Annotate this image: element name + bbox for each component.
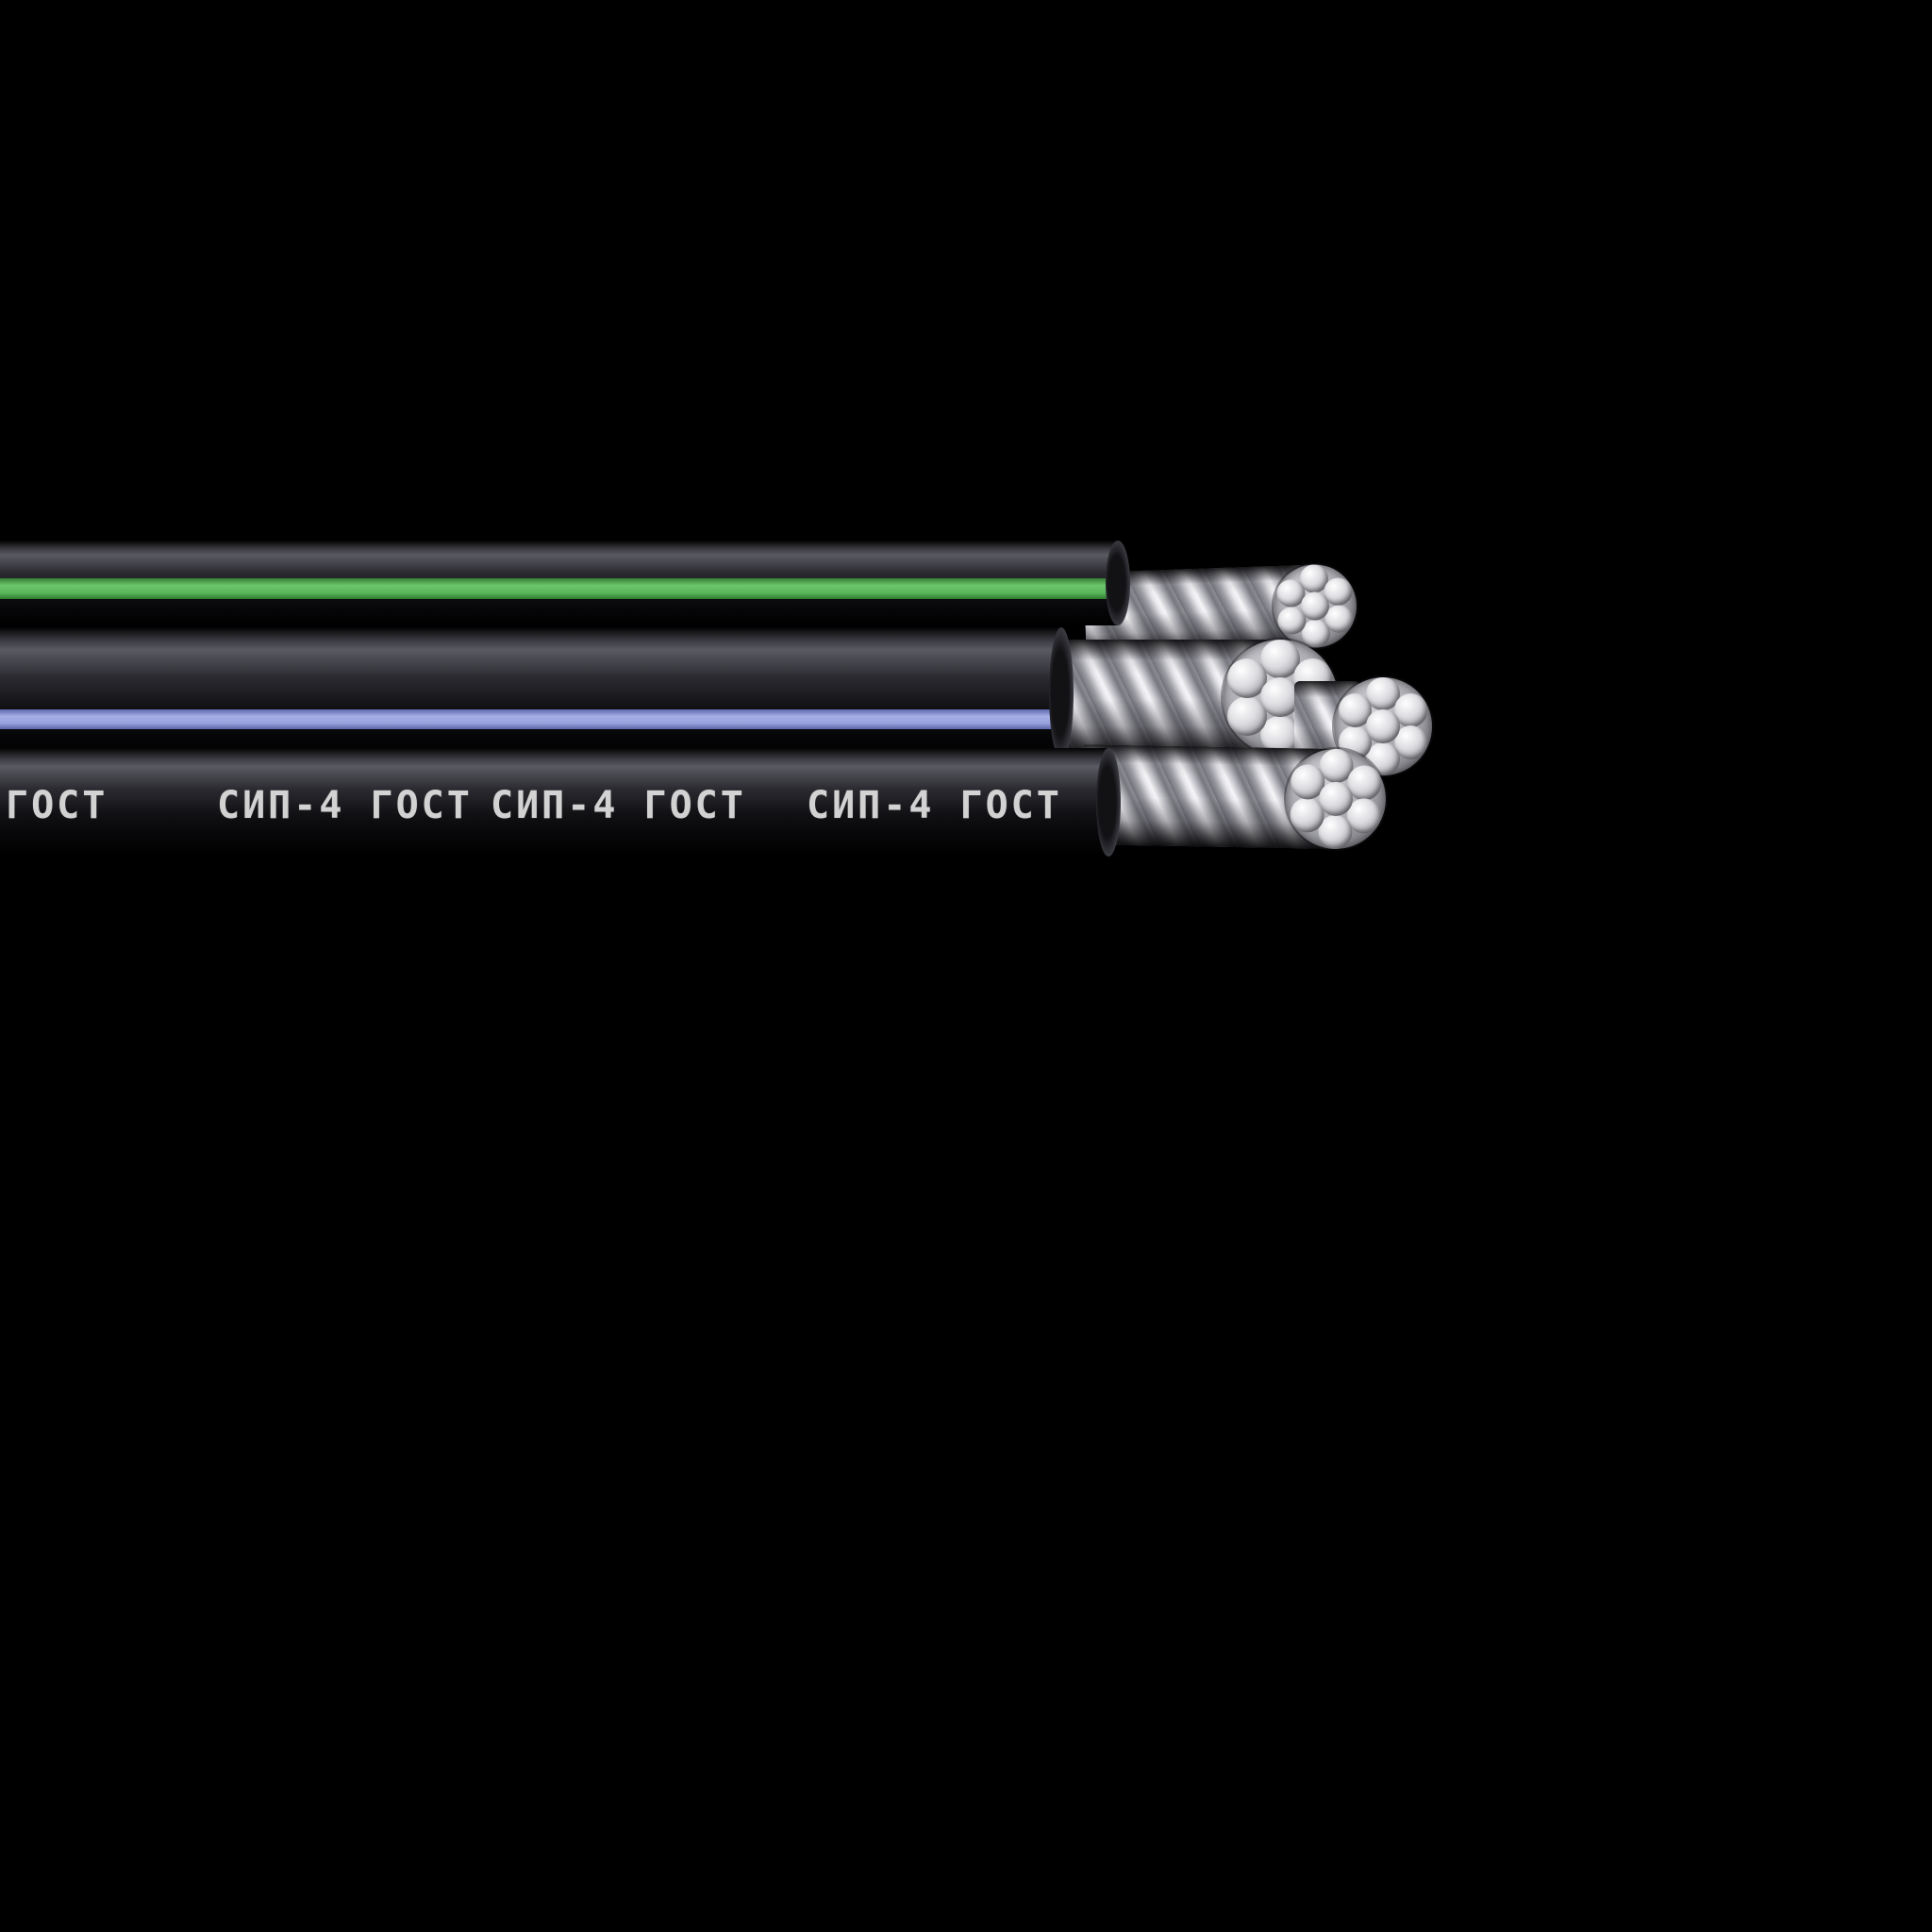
aluminum-conductor-bottom: [1079, 744, 1387, 850]
cable-green-stripe: [0, 541, 1130, 625]
green-stripe: [0, 577, 1118, 599]
cable-marking-row: ГОСТ СИП-4 ГОСТ СИП-4 ГОСТ СИП-4 ГОСТ: [0, 784, 1108, 827]
strand-wire: [1260, 677, 1300, 717]
blue-stripe: [0, 708, 1061, 729]
strand-cross-section: [1285, 747, 1387, 850]
cable-blue-stripe: [0, 627, 1074, 759]
strand-wire: [1227, 696, 1267, 736]
cable-marking-text: СИП-4 ГОСТ: [491, 784, 746, 827]
strand-wire: [1393, 693, 1428, 727]
strand-wire: [1260, 640, 1300, 679]
strand-wire: [1393, 725, 1428, 759]
cable-marking-text: СИП-4 ГОСТ: [217, 784, 473, 827]
strand-wire: [1338, 693, 1373, 727]
cable-marking-text: ГОСТ: [6, 784, 108, 827]
strand-wire: [1366, 677, 1400, 711]
strand-wire: [1366, 709, 1400, 743]
cable-marking-text: СИП-4 ГОСТ: [807, 784, 1062, 827]
strand-wire: [1227, 658, 1267, 698]
cable-marked: ГОСТ СИП-4 ГОСТ СИП-4 ГОСТ СИП-4 ГОСТ: [0, 748, 1121, 857]
aluminum-conductor-middle: [1038, 640, 1338, 755]
